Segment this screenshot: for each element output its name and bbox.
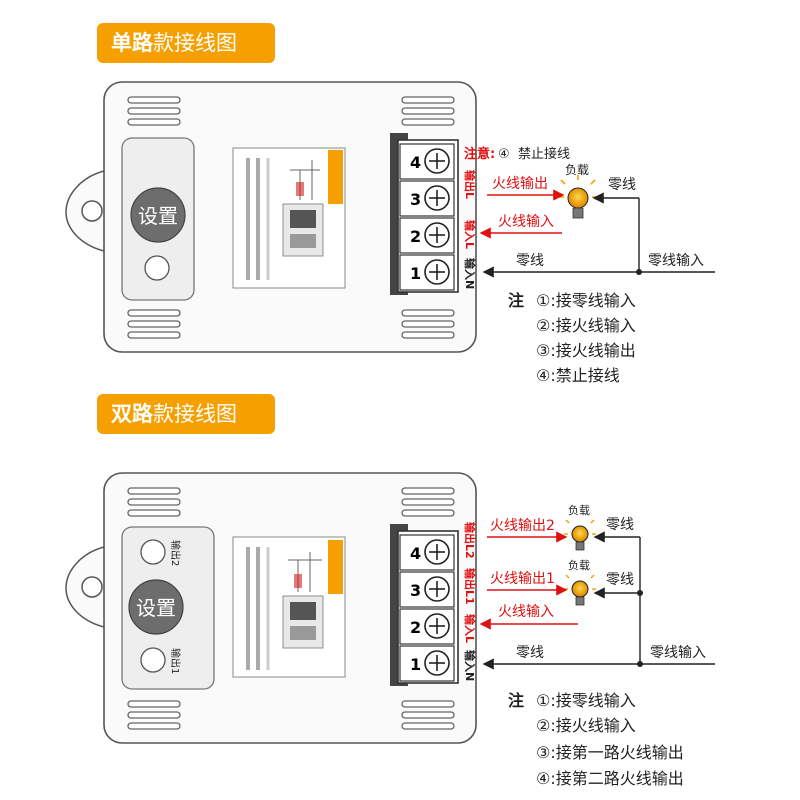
dual-wiring: 负载 负载 火线输出2 火线输出1 火线输入 零线 零线 零线 零线输入 [479, 503, 715, 670]
dual-terminal-4-label: 4 [410, 544, 421, 563]
single-button-label: 设置 [138, 204, 178, 228]
single-terminal-2-label: 2 [410, 227, 421, 246]
dual-device: 输出2 设置 输出1 4 [65, 472, 477, 744]
dual-vents [127, 487, 455, 730]
dual-fire-out1-label: 火线输出1 [490, 571, 555, 587]
single-terminal-3: 3 [399, 180, 455, 217]
single-load-label: 负载 [565, 163, 589, 177]
dual-mount-hole [81, 576, 103, 598]
single-fire-in-label: 火线输入 [498, 214, 554, 230]
single-warning: 注意: [464, 146, 495, 162]
dual-out2-label: 输出2 [169, 540, 182, 566]
dual-button-label: 设置 [136, 596, 176, 620]
single-neutral-in-label: 零线输入 [648, 253, 704, 269]
dual-note-3: ③:接第一路火线输出 [536, 743, 684, 762]
dual-side-label-out2: 输出L2 [463, 522, 477, 559]
single-wiring: 注意: ④ 禁止接线 负载 火线输出 火线输入 零线 零线 零线输入 [464, 146, 715, 278]
single-terminal-4-label: 4 [410, 153, 421, 172]
dual-bulb-icon-1 [564, 574, 596, 606]
single-terminal-1: 1 [399, 254, 455, 291]
single-side-label-in: 输入L [463, 220, 477, 249]
dual-label-plate [232, 536, 346, 678]
dual-note-1: ①:接零线输入 [536, 691, 636, 710]
single-note-4: ④:禁止接线 [536, 366, 620, 385]
dual-title-bold: 双路 [111, 402, 153, 426]
dual-terminal-1: 1 [399, 645, 455, 682]
dual-bulb-icon-2 [564, 519, 596, 551]
dual-terminal-2: 2 [399, 608, 455, 645]
single-terminal-3-label: 3 [410, 190, 421, 209]
dual-terminal-3: 3 [399, 571, 455, 608]
dual-fire-out2-label: 火线输出2 [490, 518, 555, 534]
dual-fire-in-label: 火线输入 [498, 604, 554, 620]
dual-terminal-3-label: 3 [410, 581, 421, 600]
dual-indicator-1 [140, 647, 166, 673]
dual-load-label-2: 负载 [568, 503, 590, 517]
dual-title-banner: 双路款接线图 [97, 394, 275, 434]
dual-notes-head: 注 [508, 691, 524, 710]
single-bulb-icon [559, 175, 597, 219]
dual-terminal-2-label: 2 [410, 618, 421, 637]
single-fire-out-label: 火线输出 [492, 176, 548, 192]
single-title-bold: 单路 [111, 31, 153, 55]
single-indicator [144, 255, 170, 281]
single-notes: 注 ①:接零线输入 ②:接火线输入 ③:接火线输出 ④:禁止接线 [508, 291, 636, 385]
single-device: 设置 4 [65, 81, 477, 353]
single-label-plate [232, 147, 346, 289]
single-title-banner: 单路款接线图 [97, 23, 275, 63]
single-side-label-out: 输出L [463, 170, 477, 199]
dual-out1-label: 输出1 [169, 648, 182, 674]
single-setting-button[interactable] [130, 187, 186, 243]
dual-side-label-in: 输入L [463, 614, 477, 643]
dual-note-4: ④:接第二路火线输出 [536, 769, 684, 788]
dual-indicator-2 [140, 539, 166, 565]
dual-setting-button[interactable] [128, 579, 184, 635]
single-neutral-label: 零线 [516, 253, 544, 269]
dual-load-label-1: 负载 [568, 558, 590, 572]
dual-side-label-n: 输入N [463, 650, 477, 681]
single-side-label-n: 输入N [463, 258, 477, 289]
dual-title-rest: 款接线图 [153, 402, 237, 426]
single-terminal-4: 4 [399, 143, 455, 180]
single-note-2: ②:接火线输入 [536, 316, 636, 335]
single-title-rest: 款接线图 [153, 31, 237, 55]
single-note-1: ①:接零线输入 [536, 291, 636, 310]
single-vents [127, 96, 455, 339]
single-terminal-1-label: 1 [410, 264, 421, 283]
single-mount-hole [81, 200, 103, 222]
single-terminal-2: 2 [399, 217, 455, 254]
single-note-3: ③:接火线输出 [536, 341, 636, 360]
single-warning-text: 禁止接线 [518, 146, 570, 162]
dual-side-label-out1: 输出L1 [463, 568, 477, 605]
dual-neutral-in-label: 零线输入 [650, 645, 706, 661]
single-notes-head: 注 [508, 291, 524, 310]
dual-neutral-label: 零线 [516, 645, 544, 661]
dual-notes: 注 ①:接零线输入 ②:接火线输入 ③:接第一路火线输出 ④:接第二路火线输出 [508, 691, 684, 788]
dual-note-2: ②:接火线输入 [536, 716, 636, 735]
dual-terminal-1-label: 1 [410, 655, 421, 674]
single-neutral-top-label: 零线 [608, 177, 636, 193]
single-warning-num: ④ [498, 147, 510, 162]
dual-terminal-4: 4 [399, 534, 455, 571]
dual-neutral-a-label: 零线 [606, 517, 634, 533]
dual-neutral-b-label: 零线 [606, 572, 634, 588]
